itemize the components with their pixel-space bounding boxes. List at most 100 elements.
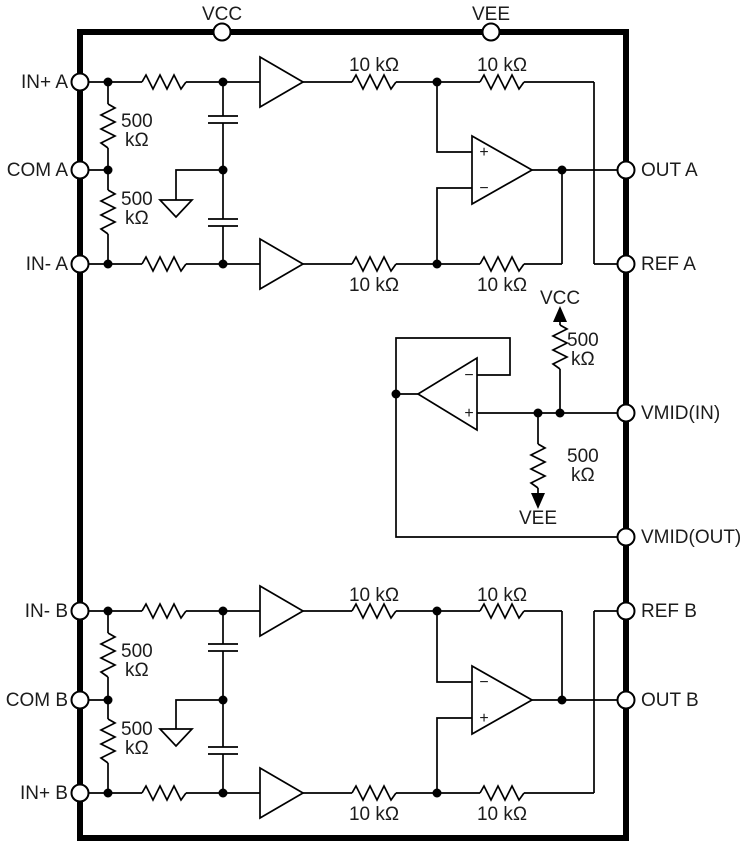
resistor-label-500k-unit: kΩ [125, 738, 149, 759]
package-pins [70, 22, 636, 803]
channel-a-wires [80, 81, 626, 265]
resistor-label-10k: 10 kΩ [349, 275, 399, 296]
resistor-label-10k: 10 kΩ [477, 804, 527, 825]
junction-dot [218, 606, 228, 616]
channel-b: − + 10 kΩ 10 kΩ 10 kΩ 10 kΩ 500 kΩ 500 k… [80, 585, 626, 825]
resistor-500k [100, 632, 116, 678]
resistor-500k-to-vcc [552, 324, 568, 370]
pin-label-vmid-out: VMID(OUT) [641, 527, 741, 548]
vmid-buffer-section: − + VCC VEE 500 kΩ 500 kΩ [391, 288, 626, 538]
vee-arrow-icon [531, 493, 545, 509]
pin-label-in-minus-b: IN- B [25, 601, 68, 622]
opamp-plus-sign: + [479, 144, 488, 161]
junction-dot [103, 695, 113, 705]
pin-vcc [212, 22, 232, 42]
resistor-10k [351, 785, 397, 801]
resistor-10k [479, 785, 525, 801]
resistor-label-10k: 10 kΩ [349, 55, 399, 76]
junction-dot [432, 788, 442, 798]
junction-dot [533, 408, 543, 418]
vcc-arrow-icon [553, 306, 567, 322]
junction-dot [218, 77, 228, 87]
junction-dot [103, 165, 113, 175]
filter-capacitor [207, 218, 239, 227]
junction-dot [218, 788, 228, 798]
resistor-label-10k: 10 kΩ [349, 585, 399, 606]
resistor-500k [100, 718, 116, 764]
resistor-10k [479, 256, 525, 272]
resistor-label-500k: 500 [121, 189, 153, 210]
input-resistor [141, 603, 187, 619]
resistor-label-500k-unit: kΩ [571, 349, 595, 370]
junction-dot [432, 606, 442, 616]
resistor-label-10k: 10 kΩ [477, 585, 527, 606]
pin-com-b [70, 690, 90, 710]
resistor-label-500k-unit: kΩ [125, 660, 149, 681]
filter-capacitor [207, 115, 239, 124]
channel-a: + − 10 kΩ 10 kΩ 10 kΩ 10 kΩ 500 kΩ 500 k… [80, 55, 626, 296]
resistor-label-500k: 500 [121, 111, 153, 132]
junction-dot [557, 165, 567, 175]
junction-dot [391, 389, 401, 399]
ground-symbol [158, 728, 194, 748]
opamp-minus-sign: − [479, 180, 488, 197]
pin-vee [481, 22, 501, 42]
pin-ref-a [616, 254, 636, 274]
resistor-10k [351, 603, 397, 619]
opamp-plus-sign: + [479, 710, 488, 727]
pin-ref-b [616, 601, 636, 621]
ic-outline [77, 29, 629, 841]
resistor-label-500k-unit: kΩ [571, 465, 595, 486]
resistor-10k [351, 256, 397, 272]
resistor-label-500k: 500 [567, 446, 599, 467]
resistor-label-500k-unit: kΩ [125, 130, 149, 151]
ground-symbol [158, 199, 194, 219]
opamp-plus-sign: + [464, 405, 473, 422]
input-resistor [141, 785, 187, 801]
pin-label-vmid-in: VMID(IN) [641, 403, 720, 424]
filter-capacitor [207, 643, 239, 652]
pin-label-vcc: VCC [202, 4, 242, 25]
pin-in-plus-a [70, 72, 90, 92]
resistor-10k [479, 603, 525, 619]
pin-vmid-out [616, 527, 636, 547]
resistor-10k [479, 74, 525, 90]
channel-b-wires [80, 610, 626, 794]
opamp-minus-sign: − [464, 367, 473, 384]
junction-dot [432, 259, 442, 269]
pin-label-in-minus-a: IN- A [26, 254, 69, 275]
filter-capacitor [207, 746, 239, 755]
vmid-buffer-opamp [416, 356, 478, 432]
buffer-amplifier [259, 56, 304, 108]
pin-label-out-a: OUT A [641, 160, 698, 181]
pin-label-in-plus-a: IN+ A [21, 72, 68, 93]
resistor-label-500k: 500 [121, 641, 153, 662]
pin-label-vee: VEE [472, 4, 510, 25]
junction-dot [557, 695, 567, 705]
difference-opamp-b [471, 664, 534, 736]
pin-in-minus-a [70, 254, 90, 274]
resistor-500k [100, 103, 116, 149]
junction-dot [218, 259, 228, 269]
pin-out-a [616, 160, 636, 180]
pin-label-in-plus-b: IN+ B [20, 783, 68, 804]
pin-out-b [616, 690, 636, 710]
resistor-label-10k: 10 kΩ [477, 55, 527, 76]
input-resistor [141, 256, 187, 272]
vmid-vee-label: VEE [519, 508, 557, 529]
junction-dot [555, 408, 565, 418]
junction-dot [218, 695, 228, 705]
pin-label-com-b: COM B [6, 690, 68, 711]
resistor-label-500k-unit: kΩ [125, 208, 149, 229]
junction-dot [103, 77, 113, 87]
resistor-label-500k: 500 [567, 330, 599, 351]
vmid-vcc-label: VCC [540, 288, 580, 309]
pin-in-plus-b [70, 783, 90, 803]
junction-dot [103, 259, 113, 269]
resistor-10k [351, 74, 397, 90]
pin-label-ref-b: REF B [641, 601, 697, 622]
buffer-amplifier [259, 238, 304, 290]
junction-dot [432, 77, 442, 87]
